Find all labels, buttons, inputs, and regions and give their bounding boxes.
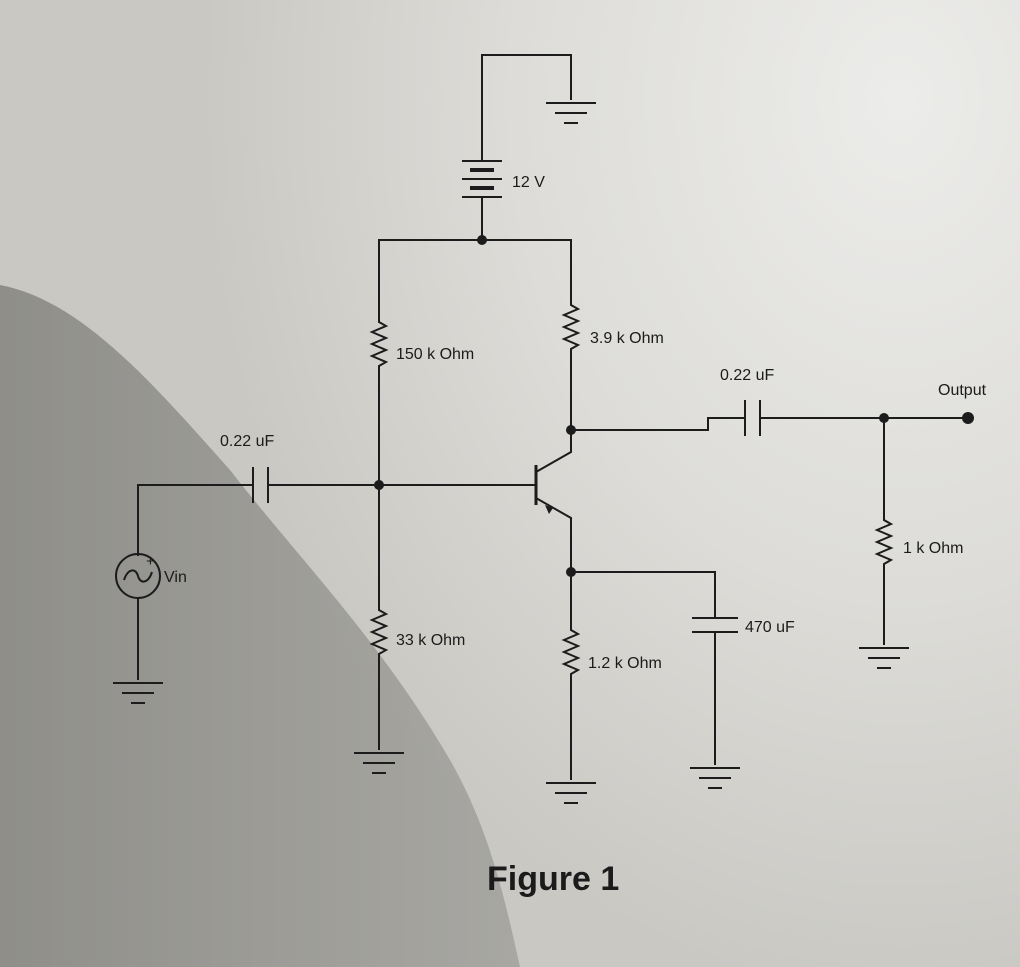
c-bypass-label: 470 uF (745, 619, 795, 636)
supply-rail (378, 239, 572, 315)
hand-shadow (0, 285, 520, 967)
output-label: Output (938, 382, 987, 399)
ground-symbol-bypass (690, 767, 740, 789)
bypass-capacitor (692, 617, 738, 633)
input-capacitor (252, 467, 269, 503)
junction-dot (477, 235, 487, 245)
npn-transistor (379, 430, 572, 572)
ac-voltage-source (115, 553, 161, 680)
ground-symbol-load (859, 647, 909, 669)
r-base-top-label: 150 k Ohm (396, 346, 474, 363)
bypass-wire (571, 571, 716, 618)
emitter-arrow (545, 505, 553, 514)
ground-symbol-emitter (546, 782, 596, 804)
r-collector-label: 3.9 k Ohm (590, 330, 664, 347)
c-input-label: 0.22 uF (220, 433, 274, 450)
resistor-33k (369, 485, 389, 750)
resistor-1k-load (874, 418, 894, 645)
ground-symbol-base (354, 752, 404, 774)
c-output-label: 0.22 uF (720, 367, 774, 384)
input-wire (137, 484, 253, 556)
ground-symbol-source (113, 682, 163, 704)
ground-symbol-top (546, 102, 596, 124)
collector-wire (571, 417, 745, 431)
source-plus-sign: + (146, 553, 155, 570)
r-base-bottom-label: 33 k Ohm (396, 632, 465, 649)
output-capacitor (744, 400, 761, 436)
r-emitter-label: 1.2 k Ohm (588, 655, 662, 672)
resistor-1-2k (561, 572, 581, 780)
figure-caption: Figure 1 (487, 860, 619, 898)
output-terminal (962, 412, 974, 424)
battery-label: 12 V (512, 174, 545, 191)
resistor-3-9k (561, 300, 581, 430)
battery-supply (462, 54, 572, 240)
resistor-150k (369, 315, 389, 485)
source-label: Vin (164, 569, 187, 586)
r-load-label: 1 k Ohm (903, 540, 963, 557)
